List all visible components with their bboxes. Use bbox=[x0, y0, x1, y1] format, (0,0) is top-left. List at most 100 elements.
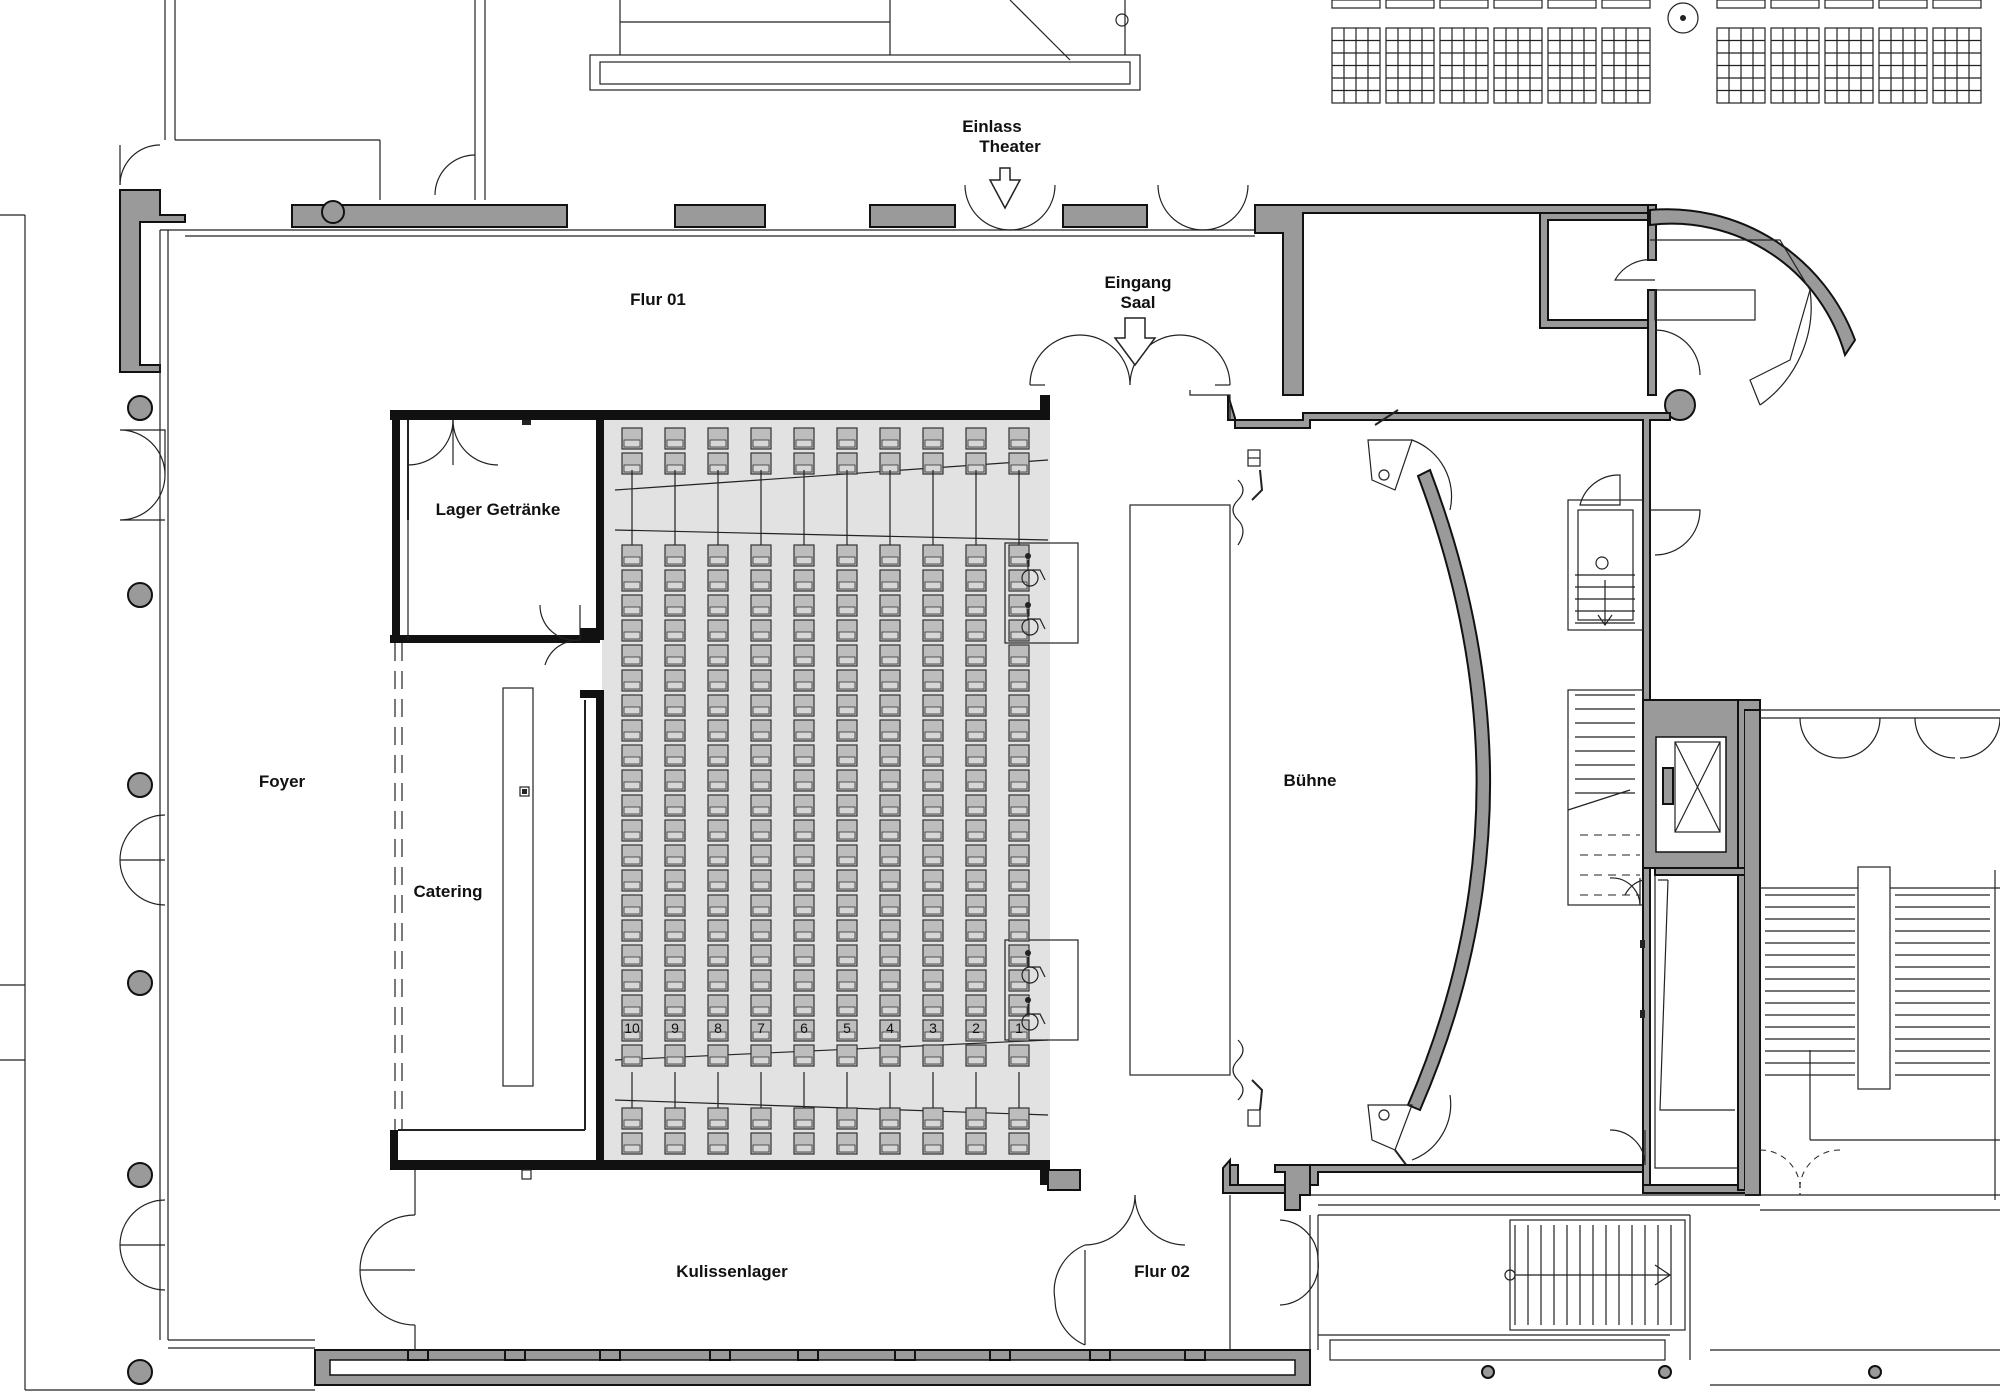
seat-cushion bbox=[881, 681, 899, 690]
exterior-outline-left bbox=[0, 0, 486, 1391]
seat-cushion bbox=[1010, 931, 1028, 940]
seat-cushion bbox=[795, 681, 813, 690]
seat-cushion bbox=[838, 556, 856, 565]
seat-cushion bbox=[1010, 906, 1028, 915]
seat-cushion bbox=[924, 806, 942, 815]
seat-cushion bbox=[795, 556, 813, 565]
seat-cushion bbox=[666, 856, 684, 865]
seat-cushion bbox=[967, 906, 985, 915]
seat-cushion bbox=[967, 606, 985, 615]
seat-cushion bbox=[795, 756, 813, 765]
seat-cushion bbox=[752, 556, 770, 565]
seat-cushion bbox=[967, 781, 985, 790]
seat-cushion bbox=[838, 681, 856, 690]
seat-cushion bbox=[924, 1144, 942, 1153]
seat-cushion bbox=[666, 656, 684, 665]
seat-cushion bbox=[881, 806, 899, 815]
seat-cushion bbox=[752, 881, 770, 890]
seat-cushion bbox=[623, 1144, 641, 1153]
table bbox=[1601, 0, 1651, 9]
room-label-flur02: Flur 02 bbox=[1134, 1262, 1190, 1281]
west-doors bbox=[119, 429, 166, 1291]
seat-cushion bbox=[666, 906, 684, 915]
theater-label: Theater bbox=[979, 137, 1041, 156]
seat-cushion bbox=[838, 1006, 856, 1015]
seat-cushion bbox=[752, 631, 770, 640]
seat-cushion bbox=[838, 906, 856, 915]
seat-cushion bbox=[752, 731, 770, 740]
south-east-area bbox=[1279, 1194, 2000, 1386]
seat-cushion bbox=[623, 556, 641, 565]
seat-cushion bbox=[752, 906, 770, 915]
seat-cushion bbox=[752, 706, 770, 715]
table bbox=[1493, 0, 1543, 9]
seat-cushion bbox=[1010, 706, 1028, 715]
seat-cushion bbox=[709, 881, 727, 890]
table bbox=[1547, 0, 1597, 9]
seat-cushion bbox=[666, 781, 684, 790]
seat-cushion bbox=[967, 831, 985, 840]
seat-cushion bbox=[838, 756, 856, 765]
seat-cushion bbox=[924, 881, 942, 890]
seat-cushion bbox=[1010, 656, 1028, 665]
seat-cushion bbox=[623, 606, 641, 615]
seat-cushion bbox=[795, 631, 813, 640]
seat-cushion bbox=[666, 1056, 684, 1065]
seat-column-number: 1 bbox=[1015, 1020, 1023, 1036]
seat-cushion bbox=[1010, 439, 1028, 448]
seat-cushion bbox=[924, 606, 942, 615]
seat-cushion bbox=[967, 439, 985, 448]
column-icons-west bbox=[127, 395, 153, 1385]
seat-cushion bbox=[709, 806, 727, 815]
seat-cushion bbox=[881, 581, 899, 590]
seat-cushion bbox=[709, 956, 727, 965]
seat-column-number: 5 bbox=[843, 1020, 851, 1036]
seat-cushion bbox=[709, 1119, 727, 1128]
seat-cushion bbox=[838, 581, 856, 590]
seat-cushion bbox=[709, 1056, 727, 1065]
seat-cushion bbox=[795, 706, 813, 715]
seat-cushion bbox=[752, 1144, 770, 1153]
seat-cushion bbox=[795, 831, 813, 840]
seat-cushion bbox=[924, 706, 942, 715]
seat-cushion bbox=[1010, 1031, 1028, 1040]
seat-cushion bbox=[709, 981, 727, 990]
seat-cushion bbox=[709, 581, 727, 590]
seat-cushion bbox=[1010, 881, 1028, 890]
seat-cushion bbox=[838, 1119, 856, 1128]
seat-cushion bbox=[838, 1031, 856, 1040]
seat-cushion bbox=[838, 781, 856, 790]
einlass-label: Einlass bbox=[962, 117, 1022, 136]
seat-column-number: 9 bbox=[671, 1020, 679, 1036]
seat-cushion bbox=[666, 439, 684, 448]
seat-cushion bbox=[623, 706, 641, 715]
seat-cushion bbox=[924, 1056, 942, 1065]
seat-cushion bbox=[666, 981, 684, 990]
seat-cushion bbox=[881, 881, 899, 890]
seat-cushion bbox=[709, 1006, 727, 1015]
stair-icon bbox=[1575, 574, 1635, 627]
seat-cushion bbox=[838, 656, 856, 665]
seat-cushion bbox=[623, 856, 641, 865]
seat-cushion bbox=[881, 831, 899, 840]
seat-column-number: 3 bbox=[929, 1020, 937, 1036]
seat-cushion bbox=[709, 656, 727, 665]
seat-cushion bbox=[666, 831, 684, 840]
seat-cushion bbox=[838, 606, 856, 615]
seat-cushion bbox=[881, 731, 899, 740]
seat-cushion bbox=[666, 931, 684, 940]
seat-cushion bbox=[924, 681, 942, 690]
seat-cushion bbox=[924, 931, 942, 940]
seat-cushion bbox=[666, 956, 684, 965]
seat-cushion bbox=[623, 581, 641, 590]
seat-cushion bbox=[881, 956, 899, 965]
seat-cushion bbox=[881, 781, 899, 790]
column-icon bbox=[127, 395, 153, 421]
table bbox=[1331, 0, 1381, 9]
seat-cushion bbox=[752, 856, 770, 865]
seat-cushion bbox=[967, 581, 985, 590]
seat-cushion bbox=[881, 606, 899, 615]
seat-cushion bbox=[623, 781, 641, 790]
seat-cushion bbox=[881, 1031, 899, 1040]
seat-cushion bbox=[795, 656, 813, 665]
